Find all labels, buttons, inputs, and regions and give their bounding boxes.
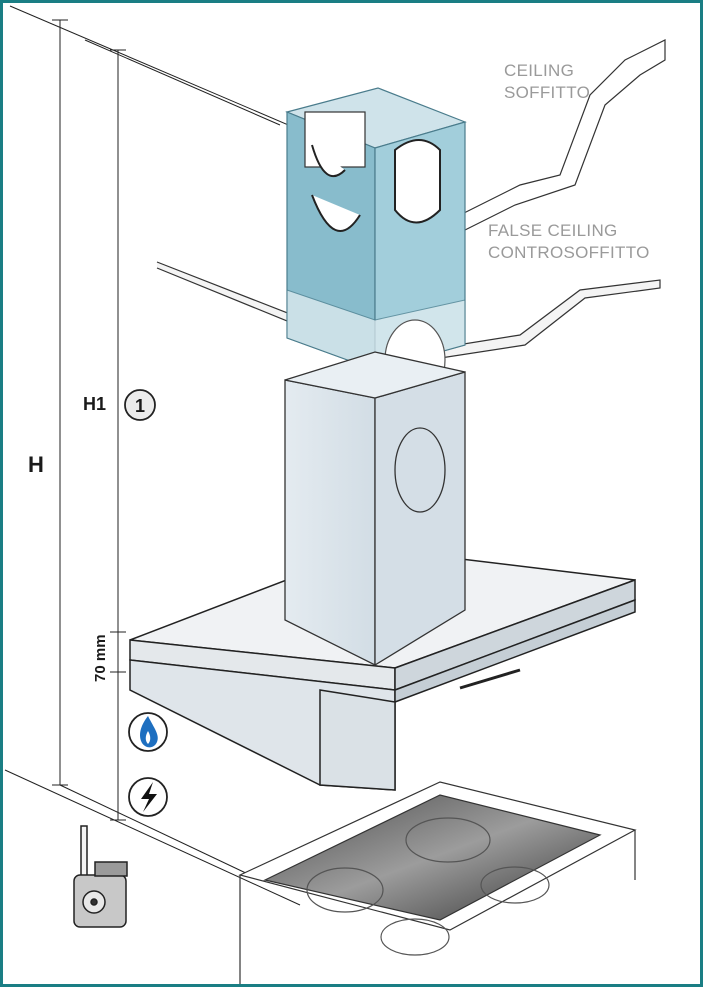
dimension-70mm-label: 70 mm xyxy=(92,634,109,682)
gas-flame-icon xyxy=(128,712,168,752)
marker-number: 1 xyxy=(135,396,145,416)
tape-measure-icon xyxy=(73,825,128,928)
false-ceiling-label-en: FALSE CEILING xyxy=(488,221,618,240)
ceiling-line xyxy=(449,39,666,236)
ceiling-label-en: CEILING xyxy=(504,61,574,80)
chimney-cover xyxy=(284,351,466,667)
electric-bolt-icon xyxy=(128,777,168,817)
false-ceiling-label-it: CONTROSOFFITTO xyxy=(488,243,650,262)
dimension-lines xyxy=(4,5,301,906)
bracket-frame xyxy=(285,87,467,371)
dimension-h-label: H xyxy=(28,452,44,477)
hob xyxy=(238,781,637,987)
dimension-h1-label: H1 xyxy=(83,394,106,414)
marker-circle xyxy=(124,389,156,421)
ceiling-label-it: SOFFITTO xyxy=(504,83,590,102)
